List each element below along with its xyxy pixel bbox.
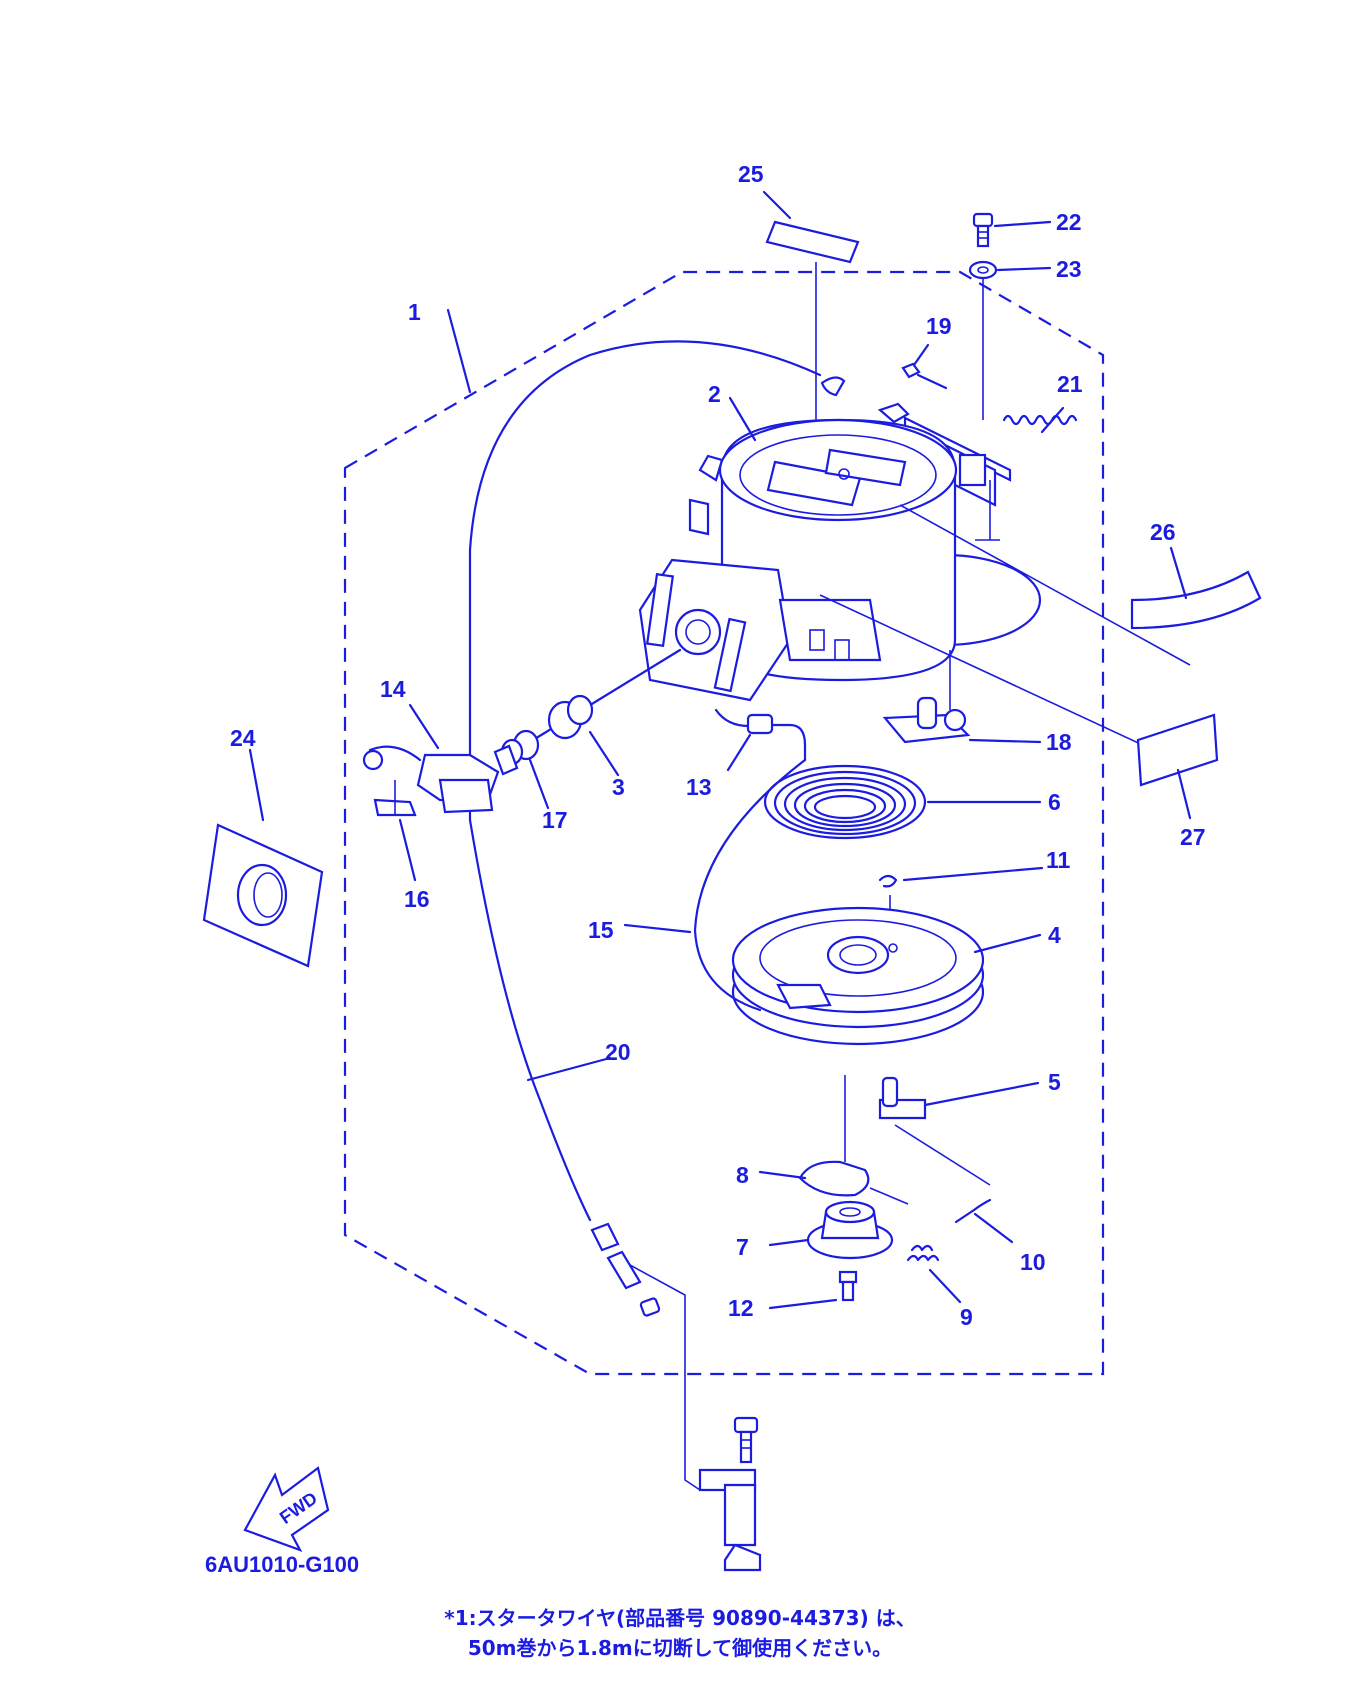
part-2-starter-housing xyxy=(638,396,1191,761)
part-19-clip xyxy=(901,343,948,390)
callout-26: 26 xyxy=(1150,519,1176,545)
assembly-boundary xyxy=(343,270,1105,1376)
cable-bracket xyxy=(629,1264,762,1572)
part-22-screw xyxy=(972,212,1052,248)
callout-10: 10 xyxy=(1020,1249,1046,1275)
part-12-bolt xyxy=(768,1270,858,1310)
part-27-decal xyxy=(1136,713,1219,820)
callout-17: 17 xyxy=(542,807,568,833)
part-4-pulley xyxy=(731,906,1042,1046)
part-3-cable-fitting xyxy=(518,648,682,777)
callout-16: 16 xyxy=(404,886,430,912)
part-26-decal xyxy=(1130,546,1262,630)
callout-5: 5 xyxy=(1048,1069,1061,1095)
callout-9: 9 xyxy=(960,1304,973,1330)
part-16-clip xyxy=(373,780,417,882)
diagram-code: 6AU1010-G100 xyxy=(205,1552,359,1577)
callout-19: 19 xyxy=(926,313,952,339)
callout-8: 8 xyxy=(736,1162,749,1188)
callout-12: 12 xyxy=(728,1295,754,1321)
part-10-spring xyxy=(954,1198,1014,1244)
callout-22: 22 xyxy=(1056,209,1082,235)
callout-1: 1 xyxy=(408,299,421,325)
callout-numbers: 1 2 3 4 5 6 7 8 9 10 11 12 13 14 15 16 1… xyxy=(230,161,1206,1330)
note-line-1: *1:スタータワイヤ(部品番号 90890-44373) は、 xyxy=(444,1606,916,1630)
part-13-hose-joint xyxy=(714,708,807,772)
part-24-grommet xyxy=(202,748,324,968)
part-1-starter-cable xyxy=(446,308,822,1317)
callout-25: 25 xyxy=(738,161,764,187)
part-5-pawl xyxy=(878,1076,1040,1186)
callout-18: 18 xyxy=(1046,729,1072,755)
callout-15: 15 xyxy=(588,917,614,943)
fwd-arrow-icon: FWD xyxy=(243,1466,330,1553)
part-9-spring xyxy=(906,1244,962,1304)
callout-2: 2 xyxy=(708,381,721,407)
callout-13: 13 xyxy=(686,774,712,800)
callout-14: 14 xyxy=(380,676,406,702)
callout-27: 27 xyxy=(1180,824,1206,850)
part-18-pawl xyxy=(882,650,1042,744)
note-line-2: 50m巻から1.8mに切断して御使用ください。 xyxy=(467,1636,893,1660)
part-14-starter-handle xyxy=(362,703,519,814)
part-15-hose xyxy=(623,758,807,1012)
callout-24: 24 xyxy=(230,725,256,751)
callout-11: 11 xyxy=(1046,847,1071,873)
part-8-plate xyxy=(758,1075,909,1205)
callout-23: 23 xyxy=(1056,256,1082,282)
callout-7: 7 xyxy=(736,1234,749,1260)
callout-6: 6 xyxy=(1048,789,1061,815)
part-7-cap xyxy=(768,1200,894,1260)
part-6-spiral-spring xyxy=(763,764,1042,840)
callout-4: 4 xyxy=(1048,922,1061,948)
cable-stop xyxy=(820,376,846,397)
part-25-label xyxy=(762,190,860,505)
part-23-washer xyxy=(968,260,1052,420)
part-21-spring xyxy=(1002,406,1078,434)
callout-20: 20 xyxy=(605,1039,631,1065)
callout-21: 21 xyxy=(1057,371,1083,397)
callout-3: 3 xyxy=(612,774,625,800)
